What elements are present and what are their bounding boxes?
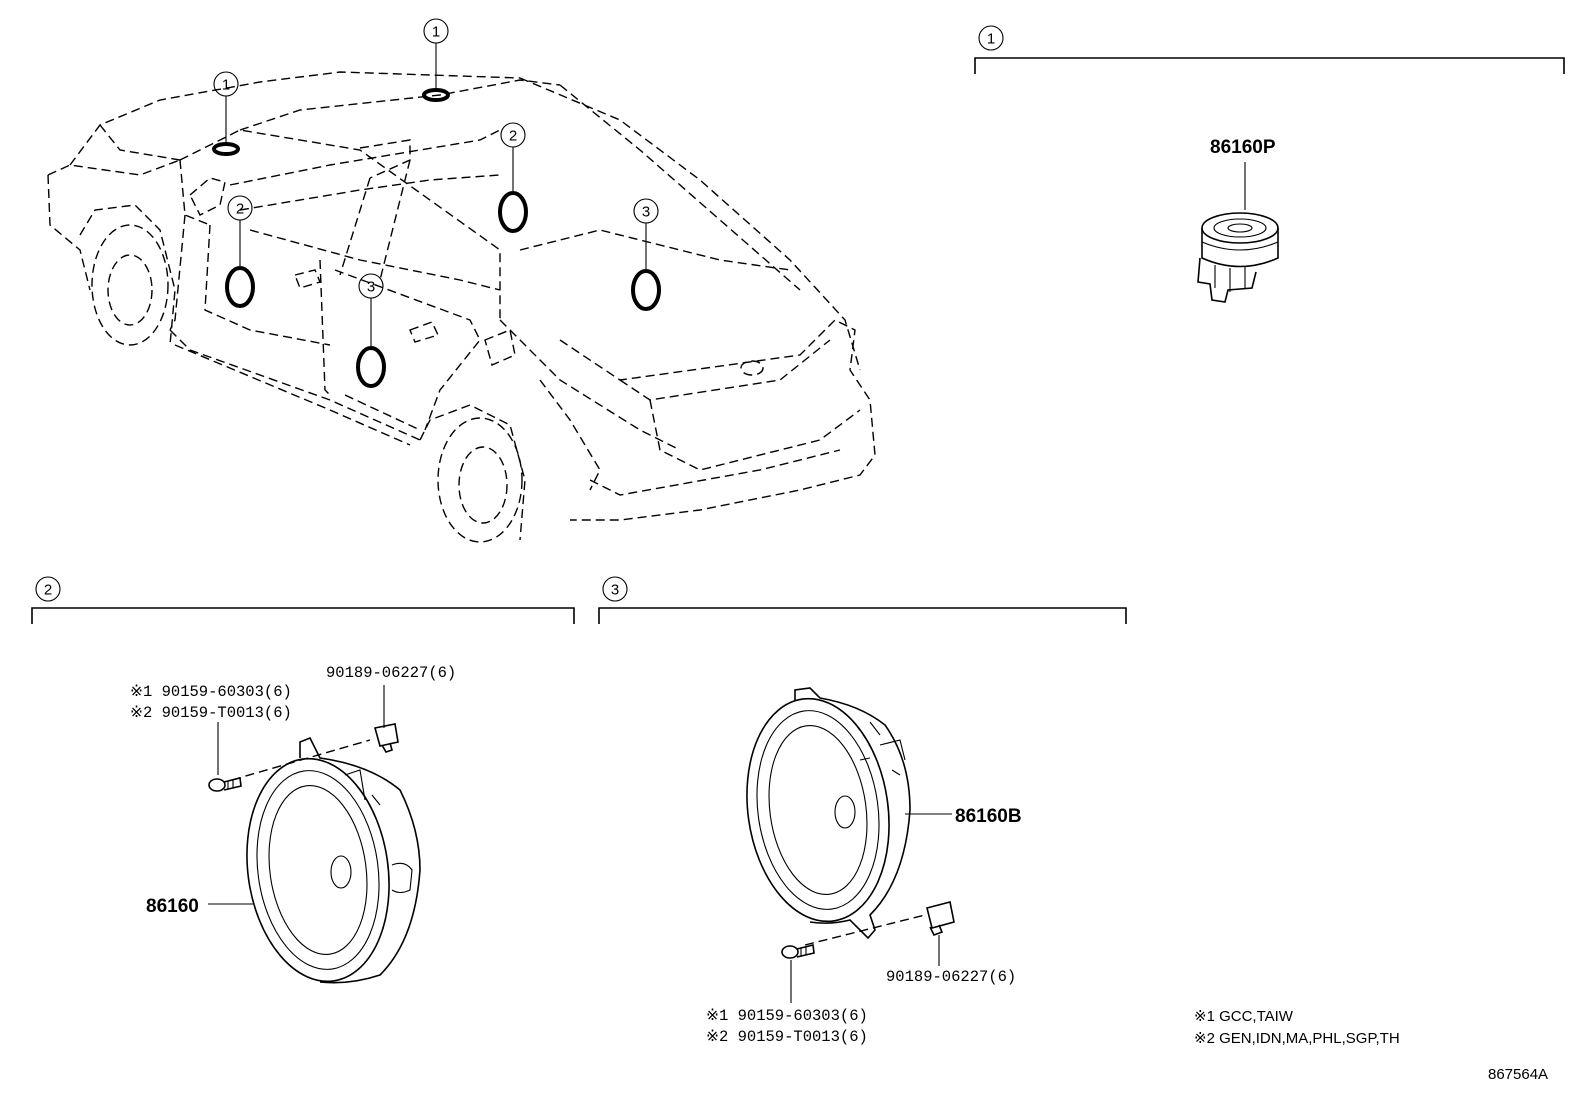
- section-2-callout: 2: [44, 582, 52, 599]
- part-86160p-label[interactable]: 86160P: [1210, 137, 1276, 158]
- part-86160b-label[interactable]: 86160B: [955, 806, 1022, 827]
- section-3-screw[interactable]: [781, 944, 815, 959]
- position-ring-1b: [422, 88, 450, 102]
- speaker-86160b[interactable]: [733, 687, 911, 940]
- callout-1b: 1: [432, 24, 440, 41]
- section-2-clip-part[interactable]: 90189-06227(6): [326, 664, 456, 682]
- position-ring-2b: [498, 191, 528, 233]
- section-3-screw-line-1[interactable]: ※1 90159-60303(6): [706, 1007, 868, 1025]
- part-86160-label[interactable]: 86160: [146, 896, 199, 917]
- callout-3b: 3: [642, 204, 650, 221]
- section-2: 2 ※1 90159-60303(6) ※2 90159-T0013(6) 90…: [31, 576, 575, 991]
- speaker-86160[interactable]: [233, 736, 421, 991]
- section-2-screw-line-2[interactable]: ※2 90159-T0013(6): [130, 704, 292, 722]
- position-ring-3b: [631, 269, 661, 311]
- section-2-clip-nut[interactable]: [373, 723, 399, 753]
- section-1: 1 86160P: [974, 25, 1565, 303]
- section-3-clip-nut[interactable]: [926, 901, 955, 937]
- section-3: 3 86160B 90189-06227(6) ※1 90159-60303(6…: [598, 576, 1127, 1046]
- footnote-1: ※1 GCC,TAIW: [1194, 1008, 1294, 1025]
- section-2-screw[interactable]: [208, 777, 242, 792]
- car-illustration: [47, 43, 876, 543]
- section-3-screw-line-2[interactable]: ※2 90159-T0013(6): [706, 1028, 868, 1046]
- position-ring-3a: [356, 346, 386, 388]
- diagram-id: 867564A: [1488, 1066, 1548, 1083]
- section-1-callout: 1: [987, 31, 995, 48]
- car-callouts: 1 1 2 2 3 3: [213, 18, 659, 299]
- position-ring-1a: [212, 142, 240, 156]
- section-2-screw-line-1[interactable]: ※1 90159-60303(6): [130, 683, 292, 701]
- footnote-2: ※2 GEN,IDN,MA,PHL,SGP,TH: [1194, 1030, 1400, 1047]
- callout-3a: 3: [367, 279, 375, 296]
- section-3-callout: 3: [611, 582, 619, 599]
- tweeter-86160p[interactable]: [1197, 212, 1279, 303]
- callout-2b: 2: [509, 128, 517, 145]
- callout-2a: 2: [236, 201, 244, 218]
- footnotes: ※1 GCC,TAIW ※2 GEN,IDN,MA,PHL,SGP,TH 867…: [1194, 1008, 1548, 1083]
- section-3-clip-part[interactable]: 90189-06227(6): [886, 968, 1016, 986]
- position-ring-2a: [225, 266, 255, 308]
- callout-1a: 1: [222, 77, 230, 94]
